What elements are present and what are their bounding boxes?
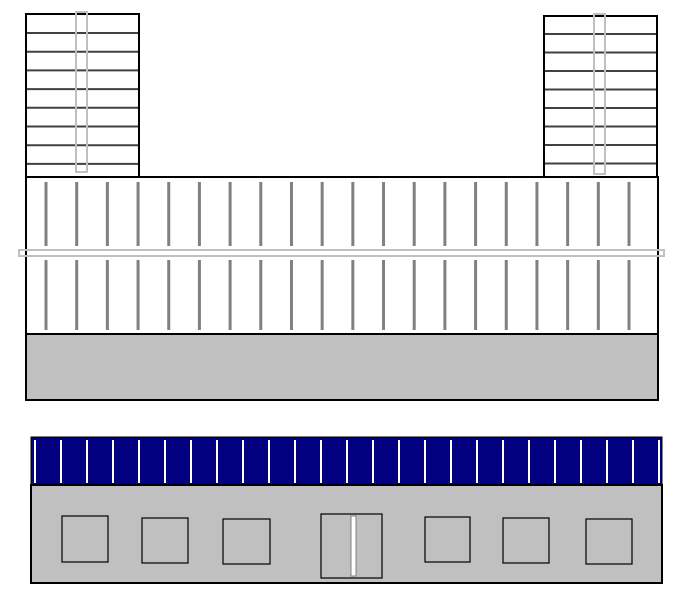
right-tower-frame — [543, 15, 658, 178]
upper-structure — [18, 11, 665, 401]
right-tower-ladder — [593, 13, 606, 175]
left-tower — [25, 11, 140, 184]
left-tower-frame — [25, 13, 140, 178]
roof-ribs — [34, 440, 660, 483]
door — [320, 513, 383, 579]
right-tower-treads — [545, 33, 656, 183]
cage-rods — [44, 182, 631, 330]
window-1 — [61, 515, 109, 563]
window-3 — [222, 518, 271, 565]
door-handle — [350, 515, 357, 577]
upper-base — [25, 333, 659, 401]
right-tower — [543, 13, 658, 183]
window-5 — [502, 517, 550, 564]
window-6 — [585, 518, 633, 565]
left-tower-ladder — [75, 11, 88, 173]
horizontal-rail — [18, 249, 665, 257]
window-2 — [141, 517, 189, 564]
lower-structure — [30, 436, 663, 584]
window-4 — [424, 516, 471, 563]
